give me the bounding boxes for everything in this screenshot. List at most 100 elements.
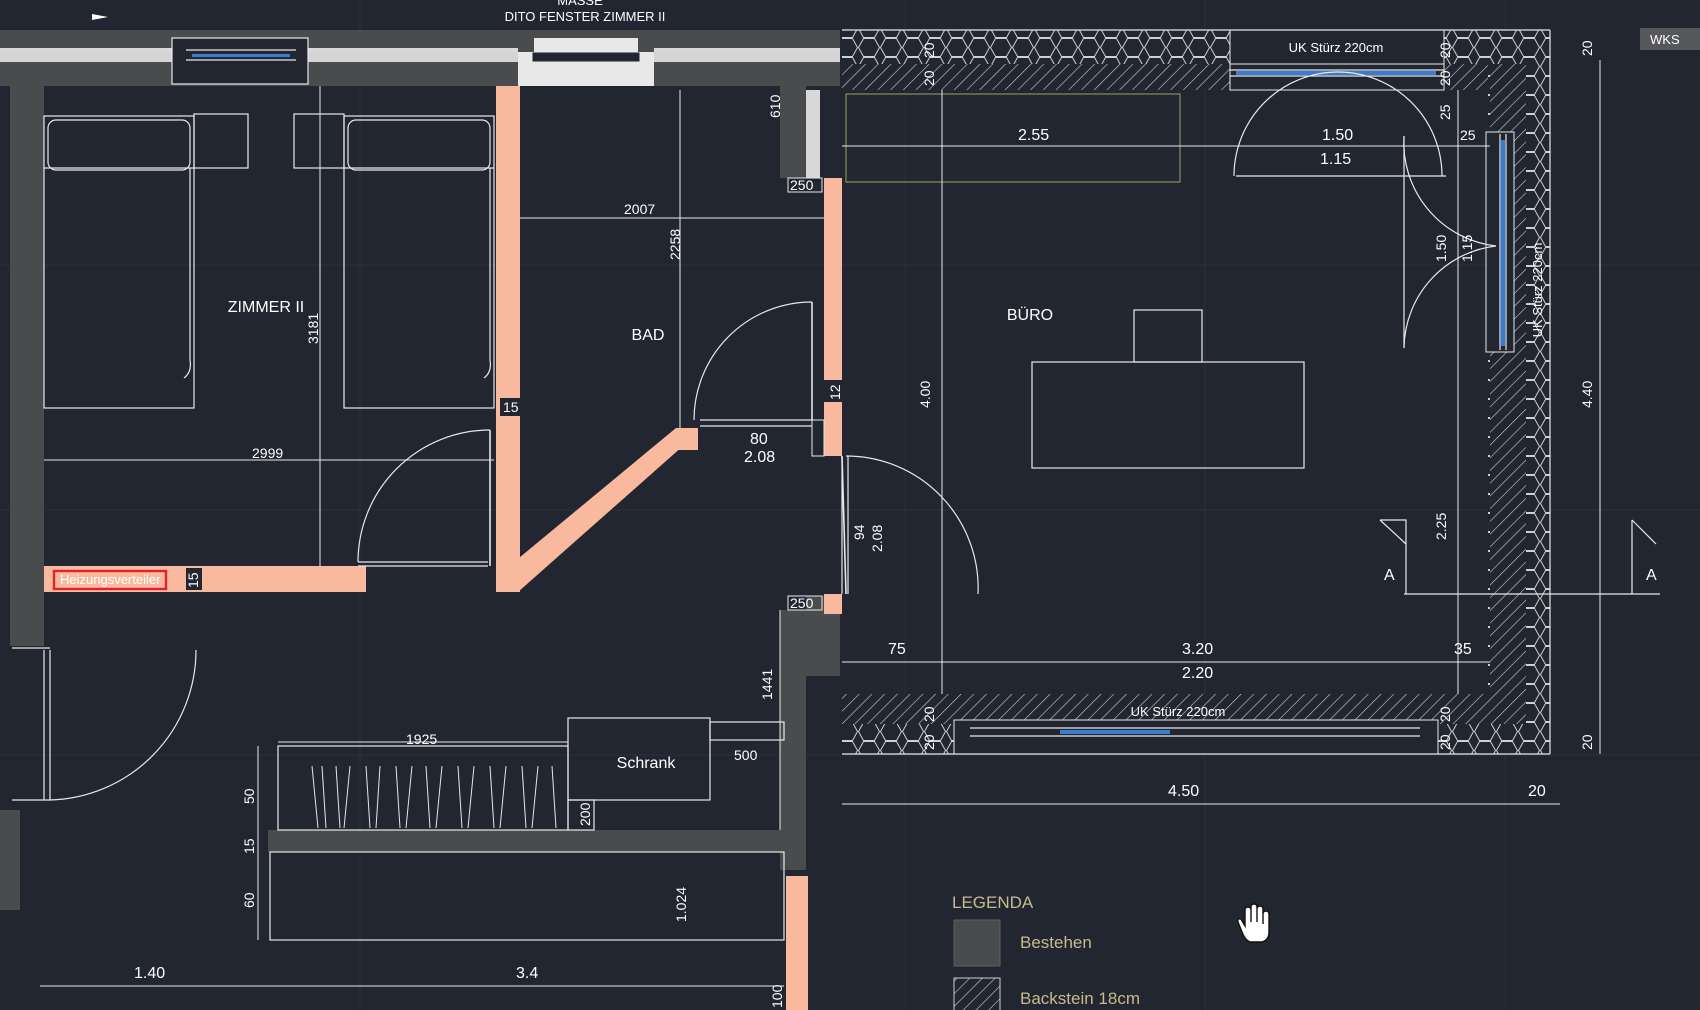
dim-208-door: 2.08 (744, 449, 775, 466)
bed-right (293, 113, 495, 409)
dim-2258: 2258 (667, 229, 683, 260)
dim-1925: 1925 (406, 731, 437, 747)
legend-swatch-existing (953, 919, 1001, 967)
room-label-zimmer: ZIMMER II (228, 299, 304, 316)
dim-20-g: 20 (921, 734, 937, 750)
window-buero-right (1499, 134, 1507, 350)
dim-220: 2.20 (1182, 665, 1213, 682)
legend-swatch-brick (953, 977, 1001, 1010)
door-buero (841, 455, 979, 595)
corner-tag (1640, 28, 1700, 50)
window-buero-top (1230, 69, 1444, 77)
dim-150-top: 1.50 (1322, 127, 1353, 144)
dim-1024: 1.024 (673, 887, 689, 922)
buero-walls (842, 29, 1551, 755)
dim-25-vert: 25 (1437, 104, 1453, 120)
dim-34: 3.4 (516, 965, 538, 982)
dim-35: 35 (1454, 641, 1472, 658)
dim-20-d: 20 (1437, 70, 1453, 86)
dim-25-horiz: 25 (1460, 127, 1476, 143)
svg-text:A: A (1384, 567, 1395, 584)
heating-distributor-box[interactable] (52, 569, 168, 591)
window-swing-right-bottom (1403, 245, 1497, 349)
dim-20-i: 20 (1437, 734, 1453, 750)
drawing-header-window: DITO FENSTER ZIMMER II (505, 9, 666, 24)
svg-text:A: A (1646, 567, 1657, 584)
dim-500: 500 (734, 747, 758, 763)
dim-15-heiz: 15 (185, 572, 201, 588)
north-arrow-icon (92, 14, 108, 20)
dim-320: 3.20 (1182, 641, 1213, 658)
dim-20-f: 20 (921, 706, 937, 722)
legend-existing-label: Bestehen (1020, 933, 1092, 952)
dimension-lines (40, 60, 1601, 987)
hand-pan-cursor-icon (1237, 903, 1270, 943)
section-marker-right: A (1631, 519, 1660, 595)
dim-150-right: 1.50 (1433, 235, 1449, 262)
dim-250-mid: 250 (790, 595, 814, 611)
lintel-top-label: UK Stürz 220cm (1289, 40, 1384, 55)
room-label-buero: BÜRO (1007, 306, 1053, 324)
dim-115-top: 1.15 (1320, 151, 1351, 168)
legend-brick-label: Backstein 18cm (1020, 989, 1140, 1008)
dim-94: 94 (851, 524, 867, 540)
door-bad (693, 301, 825, 457)
lintel-right-label: UK Stürz 220cm (1530, 243, 1545, 338)
window-swing-top-left (1233, 71, 1339, 177)
dim-208-buero-door: 2.08 (869, 525, 885, 552)
dim-20-j: 20 (1579, 734, 1595, 750)
dim-1441: 1441 (759, 669, 775, 700)
dim-2007: 2007 (624, 201, 655, 217)
buero-shelf (845, 93, 1181, 183)
legend: LEGENDA Bestehen Backstein 18cm (952, 893, 1140, 1010)
dim-20-h: 20 (1437, 706, 1453, 722)
wardrobe (269, 717, 785, 941)
desk (1031, 309, 1305, 469)
dim-20-b: 20 (921, 70, 937, 86)
corner-tag-label: WKS (1650, 32, 1680, 47)
bed-left (43, 113, 249, 409)
door-zimmer (357, 429, 491, 567)
dim-20-e: 20 (1579, 40, 1595, 56)
section-marker-left: A (1379, 519, 1407, 595)
dim-225: 2.25 (1433, 513, 1449, 540)
room-label-bad: BAD (632, 327, 665, 344)
dim-140: 1.40 (134, 965, 165, 982)
window-buero-bottom (970, 727, 1420, 737)
window-swing-top-right (1337, 71, 1443, 177)
dim-20-c: 20 (1437, 42, 1453, 58)
dim-450: 4.50 (1168, 783, 1199, 800)
dim-60: 60 (241, 892, 257, 908)
dim-3181: 3181 (305, 313, 321, 344)
dim-2999: 2999 (252, 445, 283, 461)
dim-400: 4.00 (917, 381, 933, 408)
dim-610: 610 (767, 94, 783, 118)
dim-50: 50 (241, 788, 257, 804)
dim-440: 4.40 (1579, 381, 1595, 408)
dim-115-right: 1.15 (1459, 235, 1475, 262)
dim-80: 80 (750, 431, 768, 448)
window-top-bath (518, 38, 654, 86)
dim-15-left: 15 (241, 838, 257, 854)
dim-20-bottom: 20 (1528, 783, 1546, 800)
new-walls (44, 86, 842, 1010)
dim-75: 75 (888, 641, 906, 658)
lintel-bottom-label: UK Stürz 220cm (1131, 704, 1226, 719)
dim-15-bad: 15 (503, 399, 519, 415)
dim-255: 2.55 (1018, 127, 1049, 144)
existing-walls (0, 30, 840, 910)
door-entry (12, 647, 197, 801)
dim-100: 100 (769, 984, 785, 1008)
dim-20-a: 20 (921, 42, 937, 58)
window-swing-right-top (1403, 135, 1497, 247)
window-top-left (171, 37, 309, 85)
room-label-schrank: Schrank (617, 755, 677, 772)
dim-12: 12 (827, 384, 843, 400)
dim-200: 200 (577, 802, 593, 826)
legend-title: LEGENDA (952, 893, 1034, 912)
drawing-header-masse: MASSE (557, 0, 603, 8)
heating-distributor-label: Heizungsverteiler (60, 572, 161, 587)
dim-250-top: 250 (790, 177, 814, 193)
